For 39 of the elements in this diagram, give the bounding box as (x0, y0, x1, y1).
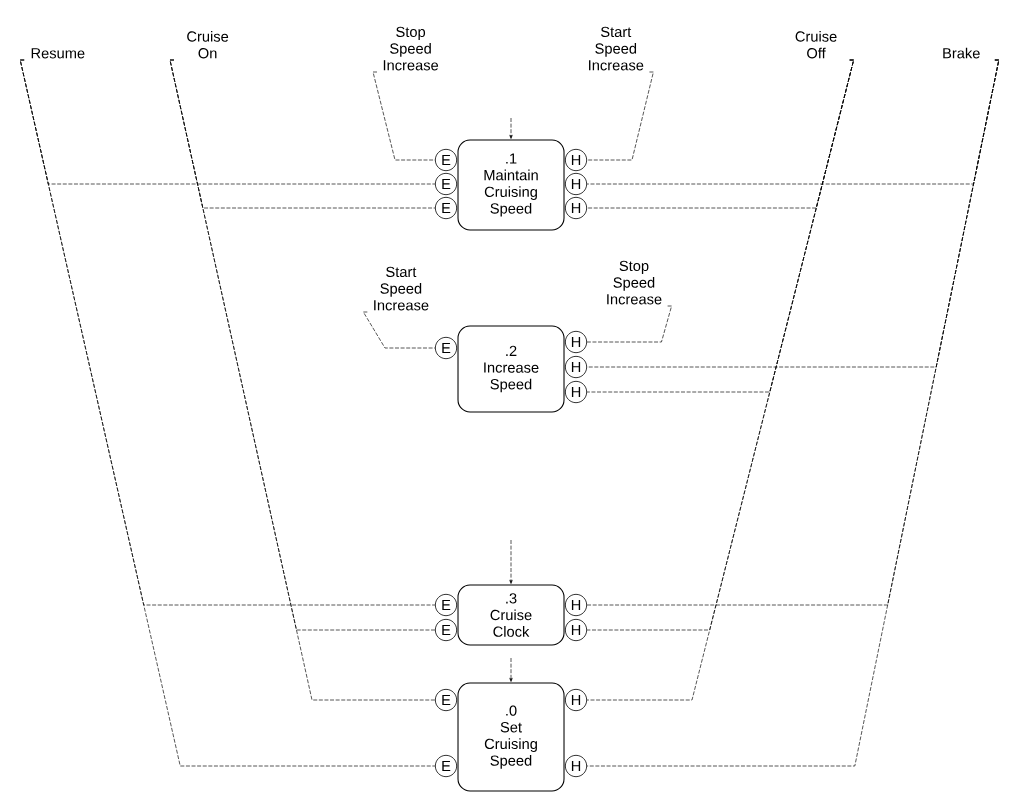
event-line (372, 71, 436, 161)
process-box: .2 Increase Speed (457, 325, 565, 413)
circled-letter: H (564, 330, 588, 354)
circled-letter: E (434, 148, 458, 172)
event-line (19, 59, 436, 767)
event-label: Cruise On (187, 30, 229, 59)
event-label: Stop Speed Increase (383, 26, 439, 71)
event-line (363, 311, 436, 349)
circled-letter: E (434, 618, 458, 642)
event-line (586, 305, 672, 343)
process-box: .1 Maintain Cruising Speed (457, 139, 565, 231)
event-label: Start Speed Increase (589, 26, 644, 71)
circled-letter: H (564, 688, 588, 712)
arrow (509, 657, 513, 682)
circled-letter: H (564, 196, 588, 220)
circled-letter: E (434, 172, 458, 196)
event-label: Resume (31, 48, 85, 59)
circled-letter: E (434, 688, 458, 712)
process-box: .3 Cruise Clock (457, 584, 565, 646)
circled-letter: H (564, 148, 588, 172)
circled-letter: E (434, 196, 458, 220)
event-line (586, 59, 1000, 767)
event-line (586, 71, 654, 161)
arrow (509, 117, 513, 139)
event-label: Brake (943, 47, 980, 59)
circled-letter: H (564, 618, 588, 642)
circled-letter: H (564, 593, 588, 617)
process-box: .0 Set Cruising Speed (457, 682, 565, 792)
circled-letter: E (434, 336, 458, 360)
circled-letter: E (434, 754, 458, 778)
event-label: Stop Speed Increase (607, 260, 662, 305)
event-label: Start Speed Increase (374, 266, 429, 311)
circled-letter: H (564, 355, 588, 379)
circled-letter: H (564, 754, 588, 778)
circled-letter: E (434, 593, 458, 617)
arrow (509, 539, 513, 584)
circled-letter: H (564, 380, 588, 404)
event-label: Cruise Off (795, 30, 837, 59)
circled-letter: H (564, 172, 588, 196)
